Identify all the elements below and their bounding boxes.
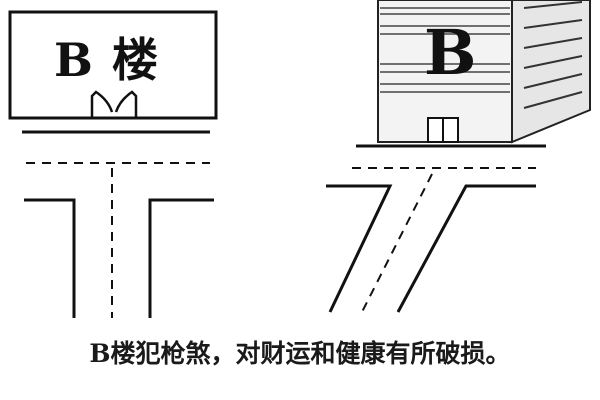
left-plan-view: B 楼 bbox=[8, 10, 218, 318]
right-building-front-stripes bbox=[380, 7, 510, 93]
right-junction-dashed-line bbox=[361, 173, 433, 313]
door-icon bbox=[90, 90, 138, 118]
right-perspective-view: B bbox=[326, 0, 591, 313]
right-junction-edge-right bbox=[396, 184, 536, 313]
right-building-side-stripes bbox=[523, 1, 583, 109]
caption: B楼犯枪煞，对财运和健康有所破损。 bbox=[89, 339, 511, 368]
left-junction-edge-right bbox=[148, 198, 214, 318]
left-junction-edge-left bbox=[24, 198, 76, 318]
left-building-label: B bbox=[54, 33, 93, 87]
left-building-box bbox=[8, 10, 218, 120]
right-junction-edge-left bbox=[326, 184, 393, 313]
right-building-label: B bbox=[424, 16, 476, 89]
left-building-label-suffix: 楼 bbox=[112, 33, 158, 87]
feng-shui-diagram: B 楼 bbox=[8, 0, 591, 318]
